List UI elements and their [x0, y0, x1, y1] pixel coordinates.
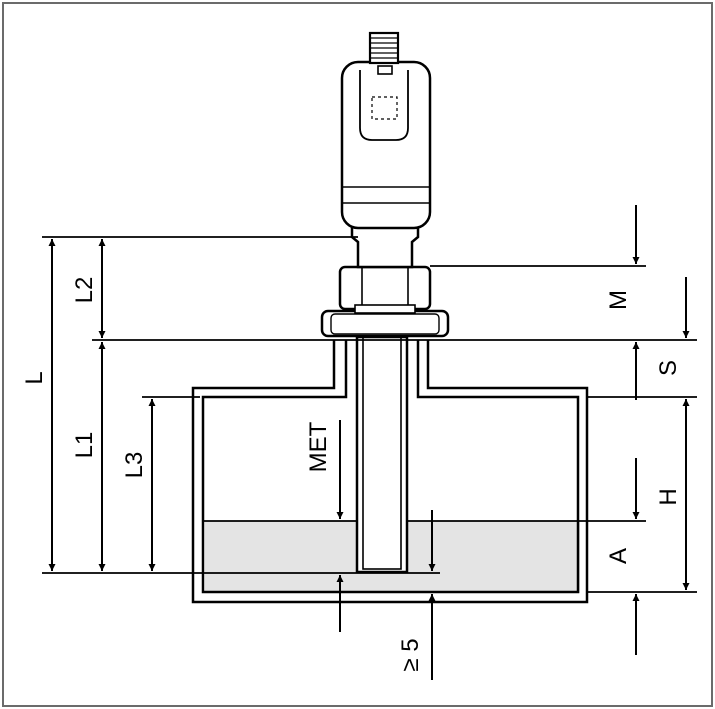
label-S: S: [655, 360, 682, 376]
label-L2: L2: [71, 277, 98, 304]
connector-plug: [368, 31, 400, 65]
dimension-labels: L L2 L1 L3 MET ≥ 5 M S H A: [21, 277, 682, 672]
label-L: L: [21, 371, 48, 384]
label-M: M: [605, 290, 632, 310]
process-connection: [320, 265, 450, 338]
label-L1: L1: [71, 432, 98, 459]
label-A: A: [605, 548, 632, 564]
label-H: H: [655, 488, 682, 505]
dimension-lines: [48, 205, 690, 680]
label-min-gap: ≥ 5: [397, 638, 424, 671]
extension-lines: [42, 236, 697, 593]
sensor-housing: [340, 60, 432, 230]
probe-rod: [355, 335, 409, 574]
label-MET: MET: [305, 421, 332, 472]
label-L3: L3: [121, 452, 148, 479]
sensor-neck: [350, 223, 420, 269]
